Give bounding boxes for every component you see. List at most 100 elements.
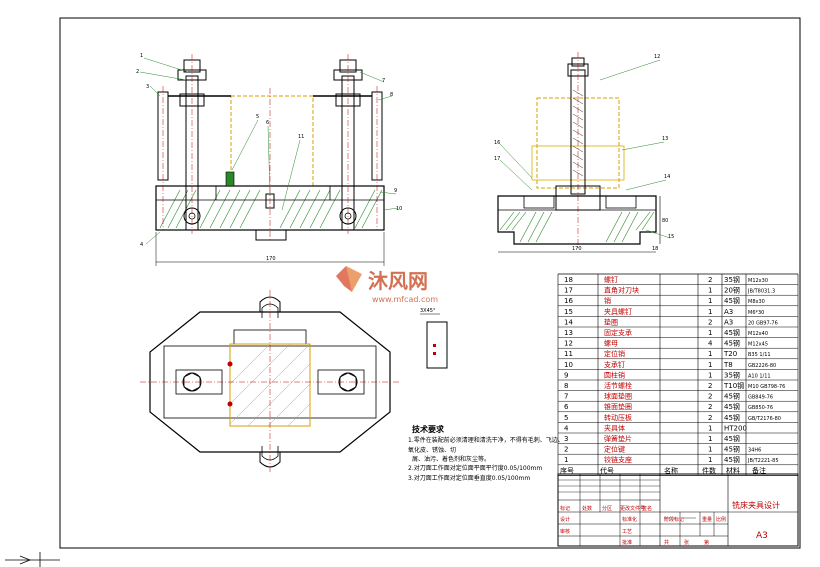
- bom-row-name: 圆柱销: [604, 370, 625, 379]
- bom-row-material: T10钢: [723, 381, 744, 390]
- bom-row-name: 转动压板: [604, 413, 632, 422]
- bom-row-name: 活节螺栓: [604, 381, 632, 390]
- side-balloon: 17: [494, 156, 500, 162]
- side-balloon: 15: [668, 234, 674, 240]
- bom-row-number: 9: [564, 371, 568, 379]
- bom-row-qty: 2: [708, 393, 712, 401]
- bom-row-note: B35 1/11: [748, 352, 771, 358]
- tb-label: 比例: [716, 516, 726, 523]
- watermark-url: www.mfcad.com: [372, 295, 438, 304]
- bom-row-qty: 1: [708, 297, 712, 305]
- bom-row-name: 垫圈: [604, 317, 618, 326]
- front-balloon: 1: [140, 53, 143, 59]
- bom-header-note: 备注: [752, 466, 766, 475]
- bom-row-number: 7: [564, 393, 568, 401]
- bom-row-material: 45钢: [724, 339, 740, 348]
- bom-row-material: 35钢: [724, 370, 740, 379]
- side-balloon: 12: [654, 54, 660, 60]
- bom-row-note: M8x30: [748, 299, 765, 305]
- bom-row-material: A3: [724, 308, 733, 316]
- bom-row-qty: 1: [708, 424, 712, 432]
- tb-label: 批准: [622, 539, 632, 546]
- bom-row-name: 螺钉: [604, 275, 618, 284]
- drawing-title: 铣床夹具设计: [732, 500, 780, 510]
- bom-row-number: 15: [564, 308, 573, 316]
- front-balloon: 4: [140, 242, 143, 248]
- bom-row-material: 45钢: [724, 392, 740, 401]
- bom-row-number: 5: [564, 414, 568, 422]
- tb-label: 共: [664, 539, 669, 546]
- bom-row-name: 球面垫圈: [604, 392, 632, 401]
- bom-row-note: M6*30: [748, 310, 764, 316]
- front-balloon: 2: [136, 69, 139, 75]
- bom-row-note: M12x45: [748, 342, 768, 348]
- bom-header-name: 名称: [664, 466, 678, 475]
- bom-row-number: 18: [564, 276, 573, 284]
- bom-row-qty: 2: [708, 382, 712, 390]
- bom-row-name: 铰链支座: [604, 455, 632, 464]
- bom-row-number: 4: [564, 424, 569, 432]
- bom-row-number: 6: [564, 403, 569, 411]
- bom-header-no: 序号: [560, 466, 574, 475]
- detail-view: 3X45°: [420, 308, 448, 369]
- tb-label: 设计: [560, 516, 570, 523]
- bom-row-qty: 2: [708, 414, 712, 422]
- tech-line: 屑、油污、着色剂和灰尘等。: [412, 455, 490, 463]
- tb-label: 分区: [602, 505, 612, 512]
- workpiece-outline: [230, 95, 314, 187]
- tb-label: 重量: [702, 516, 712, 523]
- tech-title: 技术要求: [412, 424, 445, 434]
- front-view: 170: [139, 54, 399, 266]
- bom-row-qty: 1: [708, 350, 712, 358]
- side-balloon: 13: [662, 136, 668, 142]
- bom-row-material: T8: [723, 361, 733, 369]
- bom-row-note: GB850-76: [748, 405, 773, 411]
- bom-row-number: 17: [564, 287, 573, 295]
- tech-line: 3.对刀面工作面对定位面垂直度0.05/100mm: [408, 474, 530, 482]
- bom-row-material: 45钢: [724, 455, 740, 464]
- tb-label: 标准化: [622, 516, 637, 523]
- sheet-size: A3: [756, 531, 768, 541]
- front-balloon: 7: [382, 78, 385, 84]
- bom-row-name: 螺母: [604, 339, 618, 348]
- bom-row-note: M12x30: [748, 278, 768, 284]
- bom-row-note: JB/T8031.3: [747, 289, 775, 295]
- bom-row-name: 定位销: [604, 349, 625, 358]
- tb-label: 标记: [560, 505, 570, 512]
- bom-row-number: 14: [564, 318, 573, 326]
- bom-row-note: GB849-76: [748, 395, 773, 401]
- bom-row-material: 45钢: [724, 328, 740, 337]
- front-balloon: 5: [256, 114, 259, 120]
- bom-row-number: 11: [564, 350, 573, 358]
- bom-row-number: 2: [564, 446, 568, 454]
- bom-row-note: 34H6: [748, 448, 761, 454]
- bom-row-material: 45钢: [724, 296, 740, 305]
- bom-row-number: 3: [564, 435, 568, 443]
- bom-row-number: 12: [564, 340, 573, 348]
- bom-header-qty: 件数: [702, 466, 716, 475]
- bom-row-material: T20: [723, 350, 737, 358]
- bom-row-qty: 4: [708, 340, 713, 348]
- bom-row-number: 10: [564, 361, 573, 369]
- outer-frame: [59, 17, 801, 549]
- bom-row-material: 20钢: [724, 286, 740, 295]
- bom-row-name: 销: [604, 296, 611, 305]
- side-balloon: 14: [664, 174, 670, 180]
- bom-row-material: 45钢: [724, 445, 740, 454]
- watermark: 沐风网 www.mfcad.com: [336, 266, 438, 304]
- locating-key: [255, 229, 287, 241]
- bom-row-note: JB/T2221-85: [747, 458, 779, 464]
- tech-line: 1.零件在装配前必须清理和清洗干净，不得有毛刺、飞边、: [408, 436, 564, 444]
- bom-row-note: GB2226-80: [748, 363, 776, 369]
- tb-label: 第: [704, 539, 709, 546]
- title-block: 标记 处数 分区 更改文件号 签名 设计 标准化 审核 工艺 批准 阶段标记 重…: [557, 473, 799, 547]
- bom-row-name: 锥面垫圈: [604, 402, 632, 411]
- bom-row-note: M10 GB798-76: [748, 384, 785, 390]
- front-balloon: 3: [146, 84, 149, 90]
- side-width-label: 170: [572, 246, 582, 252]
- tb-label: 张: [684, 539, 689, 546]
- bom-row-note: 20 GB97-76: [748, 320, 778, 326]
- front-balloon: 6: [266, 120, 269, 126]
- bom-row-name: 弹簧垫片: [604, 434, 632, 443]
